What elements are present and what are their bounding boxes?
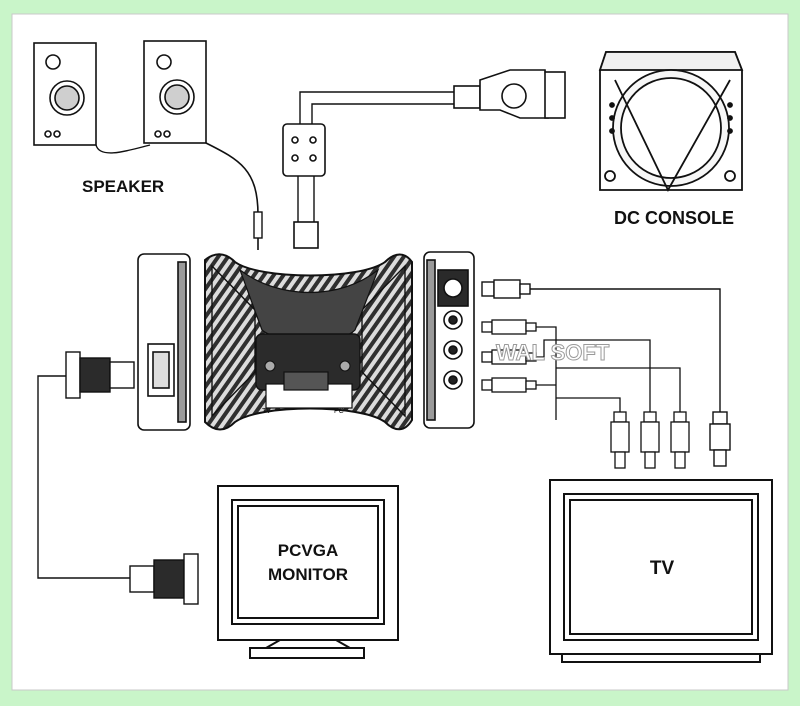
vga-connector-device	[65, 351, 135, 399]
right-side-panel	[423, 251, 475, 429]
ferrite-core	[282, 123, 326, 177]
switch-label-tv: TV	[262, 408, 271, 415]
audio-jack-plug	[253, 211, 263, 239]
svideo-plug	[481, 279, 531, 299]
main-device	[204, 253, 413, 431]
pcvga-monitor	[217, 485, 399, 659]
speaker-right	[143, 40, 207, 144]
tv	[549, 479, 773, 663]
watermark-text: WAL SOFT	[496, 340, 610, 365]
pcvga-monitor-label-line2: MONITOR	[268, 565, 348, 584]
audio-cable	[205, 142, 259, 250]
rca-cables	[536, 326, 681, 420]
console-cable-lower	[297, 176, 315, 222]
speaker-link-cable	[95, 144, 151, 154]
switch-label-pc: PC	[334, 408, 344, 415]
console-connector	[453, 69, 566, 119]
rca-plugs-tv	[610, 411, 690, 469]
svideo-cable	[530, 288, 721, 412]
vga-connector-monitor	[129, 553, 199, 605]
vga-cable	[37, 375, 130, 579]
speaker-left	[33, 42, 97, 146]
speaker-label: SPEAKER	[82, 177, 164, 196]
dc-console	[598, 51, 744, 192]
svideo-plug-tv	[709, 411, 731, 467]
tv-label: TV	[650, 558, 675, 579]
dc-console-label: DC CONSOLE	[614, 208, 734, 228]
rca-plugs-device	[481, 319, 537, 393]
left-side-panel	[137, 253, 191, 431]
console-plug	[293, 221, 319, 249]
pcvga-monitor-label-line1: PCVGA	[278, 541, 338, 560]
